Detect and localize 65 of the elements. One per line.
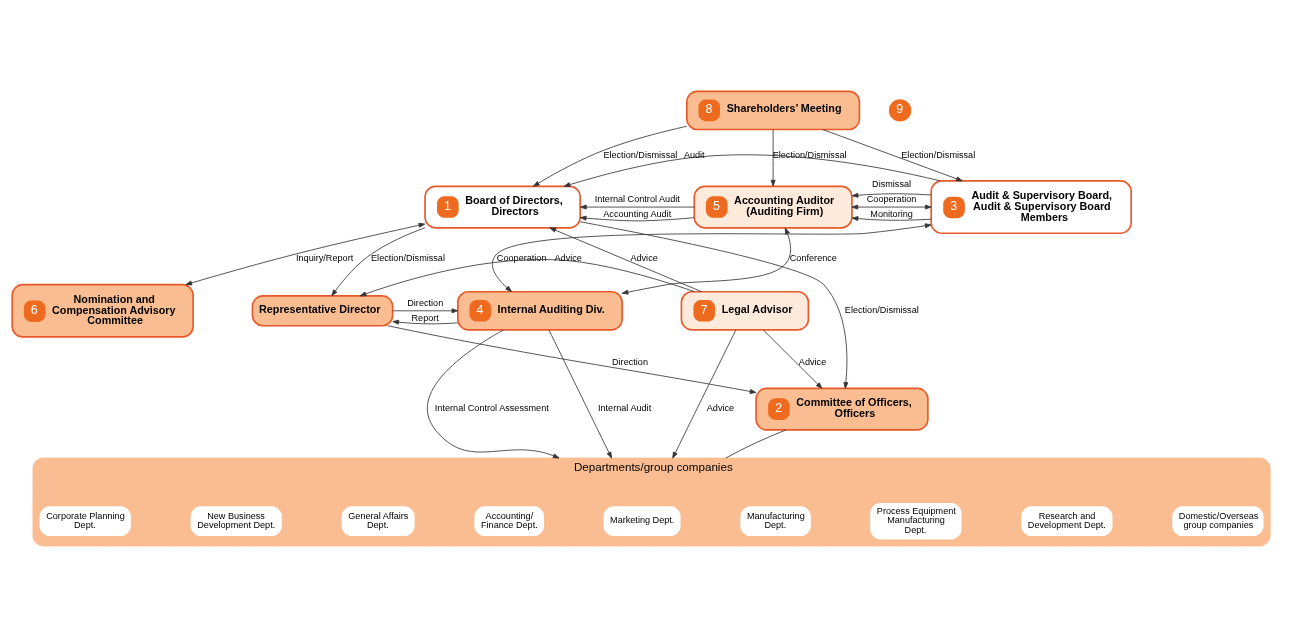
node-box: 2 Committee of Officers, Officers	[755, 387, 929, 431]
arrow	[548, 329, 612, 459]
node-box: 7 Legal Advisor	[680, 290, 810, 331]
node-box: 1 Board of Directors, Directors	[424, 185, 582, 229]
edge-label: Election/Dismissal	[603, 149, 678, 160]
node-box: General Affairs Dept.	[341, 506, 415, 537]
edge-label: Advice	[554, 253, 582, 264]
edge-label: Conference	[789, 253, 837, 264]
arrow	[851, 192, 932, 198]
connector	[725, 429, 787, 459]
arrow	[579, 221, 849, 389]
arrow	[392, 319, 458, 325]
node-box: Manufacturing Dept.	[740, 506, 811, 537]
node-box: Domestic/Overseas group companies	[1172, 506, 1264, 537]
edge-label: Cooperation	[496, 253, 547, 264]
edge-label: Advice	[630, 253, 658, 264]
edge-label: Inquiry/Report	[296, 253, 354, 264]
node-box: Process Equipment Manufacturing Dept.	[870, 502, 962, 540]
node-box: Representative Director	[251, 295, 394, 327]
node-box: 6 Nomination and Compensation Advisory Committee	[11, 283, 194, 338]
edge-label: Accounting Audit	[603, 208, 672, 219]
node-box: 8 Shareholders’ Meeting	[686, 90, 861, 131]
arrow	[563, 154, 941, 187]
arrow	[533, 125, 688, 187]
edge-label: Cooperation	[866, 193, 917, 204]
arrow	[387, 325, 757, 394]
arrow	[359, 259, 695, 297]
edge-label: Direction	[407, 297, 444, 308]
label: 9	[896, 102, 904, 117]
node-box: Corporate Planning Dept.	[39, 506, 131, 537]
arrow	[427, 329, 560, 459]
arrow	[549, 227, 702, 293]
arrow	[770, 129, 776, 187]
edge-label: Audit	[683, 149, 705, 160]
node-box: 5 Accounting Auditor (Auditing Firm)	[693, 185, 853, 229]
arrow	[185, 222, 426, 286]
arrow	[580, 204, 695, 210]
node-box: 3 Audit & Supervisory Board, Audit & Supervisory Board Members	[930, 180, 1132, 235]
node-box: Accounting/ Finance Dept.	[474, 506, 545, 537]
arrow	[331, 227, 426, 297]
edge-label: Dismissal	[872, 178, 912, 189]
edge-label: Internal Control Assessment	[434, 403, 549, 414]
edge-label: Report	[411, 312, 439, 323]
arrow	[392, 308, 459, 314]
arrow	[579, 215, 695, 222]
node-box: New Business Development Dept.	[190, 506, 282, 537]
edge-label: Election/Dismissal	[371, 253, 445, 264]
arrow	[851, 216, 932, 221]
edge-label: Monitoring	[870, 208, 913, 219]
arrow	[822, 129, 963, 182]
edge-label: Election/Dismissal	[901, 149, 976, 160]
edge-label: Advice	[706, 403, 735, 414]
arrow	[851, 204, 932, 210]
edge-label: Election/Dismissal	[772, 149, 847, 160]
edge-label: Internal Control Audit	[594, 193, 680, 204]
edge-label: Internal Audit	[597, 403, 652, 414]
node-box: Research and Development Dept.	[1021, 506, 1113, 537]
node-box: Marketing Dept.	[603, 506, 681, 537]
edge-label: Advice	[798, 356, 827, 367]
edge-label: Direction	[612, 356, 648, 367]
arrow	[672, 329, 737, 459]
arrow	[492, 223, 932, 292]
node-box: 4 Internal Auditing Div.	[456, 290, 623, 331]
edge-label: Election/Dismissal	[844, 305, 919, 316]
arrow	[762, 329, 823, 389]
